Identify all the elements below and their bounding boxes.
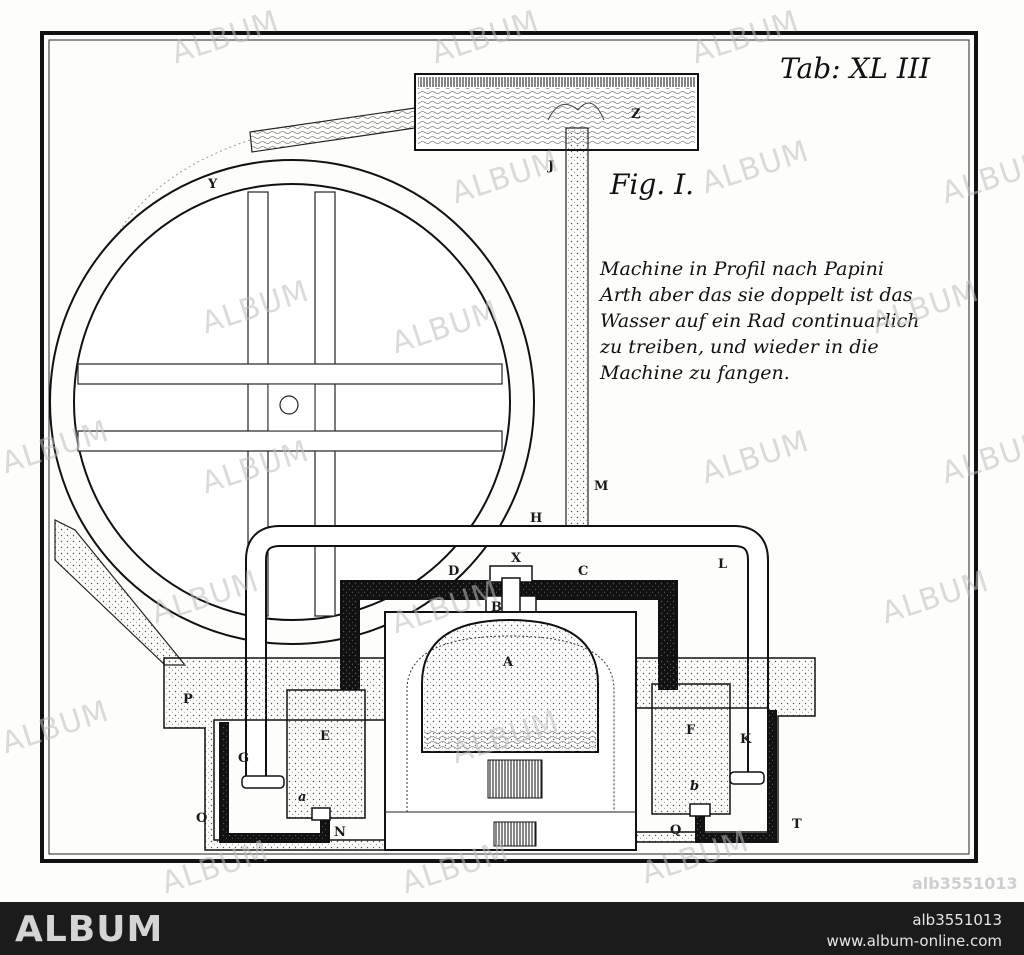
label-f: F: [686, 723, 696, 738]
stock-id: alb3551013: [912, 874, 1018, 893]
label-b: B: [491, 600, 502, 615]
label-t: T: [792, 817, 802, 832]
riser-pipe-m: [565, 127, 589, 537]
plate-number: Tab: XL III: [780, 52, 931, 85]
footer-bar: ALBUM alb3551013 www.album-online.com: [0, 902, 1024, 955]
vessel-f: [651, 683, 731, 815]
label-p: P: [183, 692, 193, 707]
label-a-small: a: [298, 790, 307, 805]
wheel-axle: [279, 395, 299, 415]
label-b-small: b: [690, 779, 700, 794]
label-j: J: [548, 159, 555, 174]
label-o: O: [196, 811, 208, 826]
vessel-e: [286, 689, 366, 819]
valve-b: [689, 803, 711, 817]
caption-line: zu treiben, und wieder in die: [600, 336, 879, 358]
label-y: Y: [208, 177, 218, 192]
label-n: N: [334, 825, 346, 840]
caption-line: Machine zu fangen.: [600, 362, 790, 384]
caption-line: Arth aber das sie doppelt ist das: [600, 284, 913, 306]
site-url[interactable]: www.album-online.com: [826, 932, 1002, 950]
label-c: C: [578, 564, 589, 579]
engraving-plate: Z J Y M H D X C L B A P E F K G a b O N …: [0, 4, 1024, 901]
firebox: [487, 759, 543, 799]
water-wheel: [49, 159, 535, 645]
label-k: K: [740, 732, 752, 747]
label-q: Q: [670, 823, 682, 838]
label-l: L: [718, 557, 728, 572]
label-z: Z: [631, 107, 641, 122]
label-a: A: [503, 655, 514, 670]
caption: Machine in Profil nach Papini Arth aber …: [600, 256, 980, 386]
caption-line: Machine in Profil nach Papini: [600, 258, 884, 280]
label-e: E: [320, 729, 330, 744]
label-x: X: [511, 551, 522, 566]
label-h: H: [530, 511, 543, 526]
valve-a: [311, 807, 331, 821]
valve-g: [241, 775, 285, 789]
image-id: alb3551013: [912, 911, 1002, 929]
caption-line: Wasser auf ein Rad continuarlich: [600, 310, 920, 332]
brand-logo: ALBUM: [15, 909, 164, 950]
figure-title: Fig. I.: [610, 168, 695, 201]
label-g: G: [238, 751, 250, 766]
label-d: D: [448, 564, 460, 579]
machine-drawing: [40, 31, 978, 863]
plate-border: [40, 31, 978, 863]
valve-k: [729, 771, 765, 785]
chute: [249, 107, 416, 153]
label-m: M: [594, 479, 609, 494]
boiler-a: [421, 618, 599, 753]
